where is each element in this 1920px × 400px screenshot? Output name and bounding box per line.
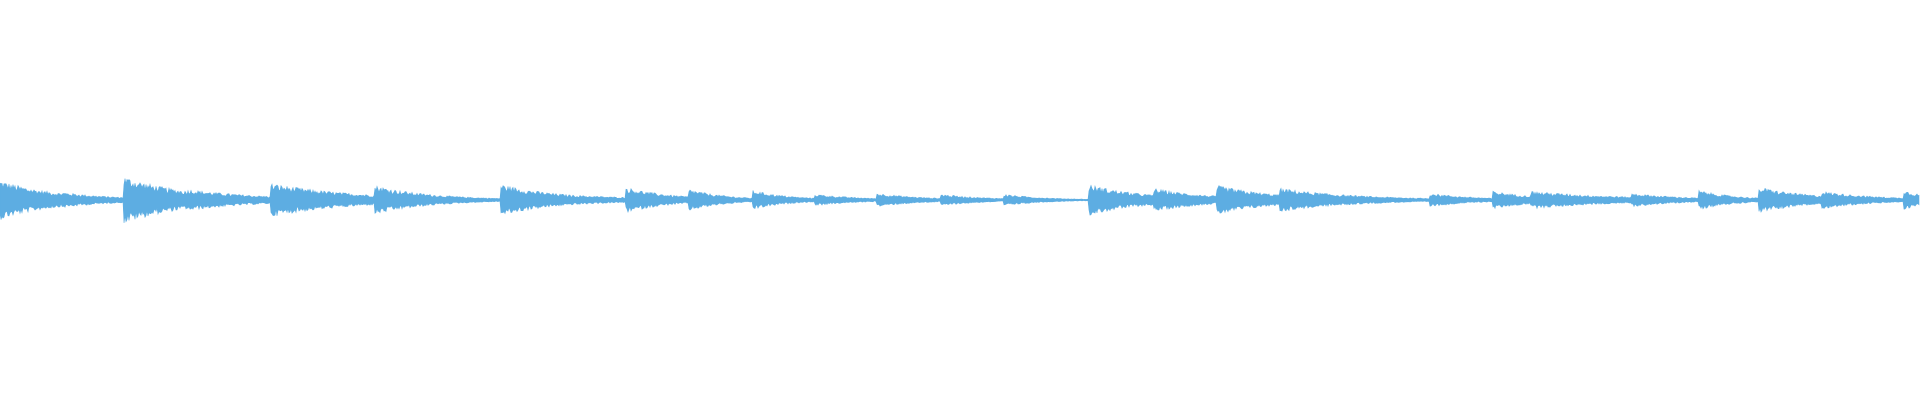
waveform-shape (0, 178, 1920, 223)
